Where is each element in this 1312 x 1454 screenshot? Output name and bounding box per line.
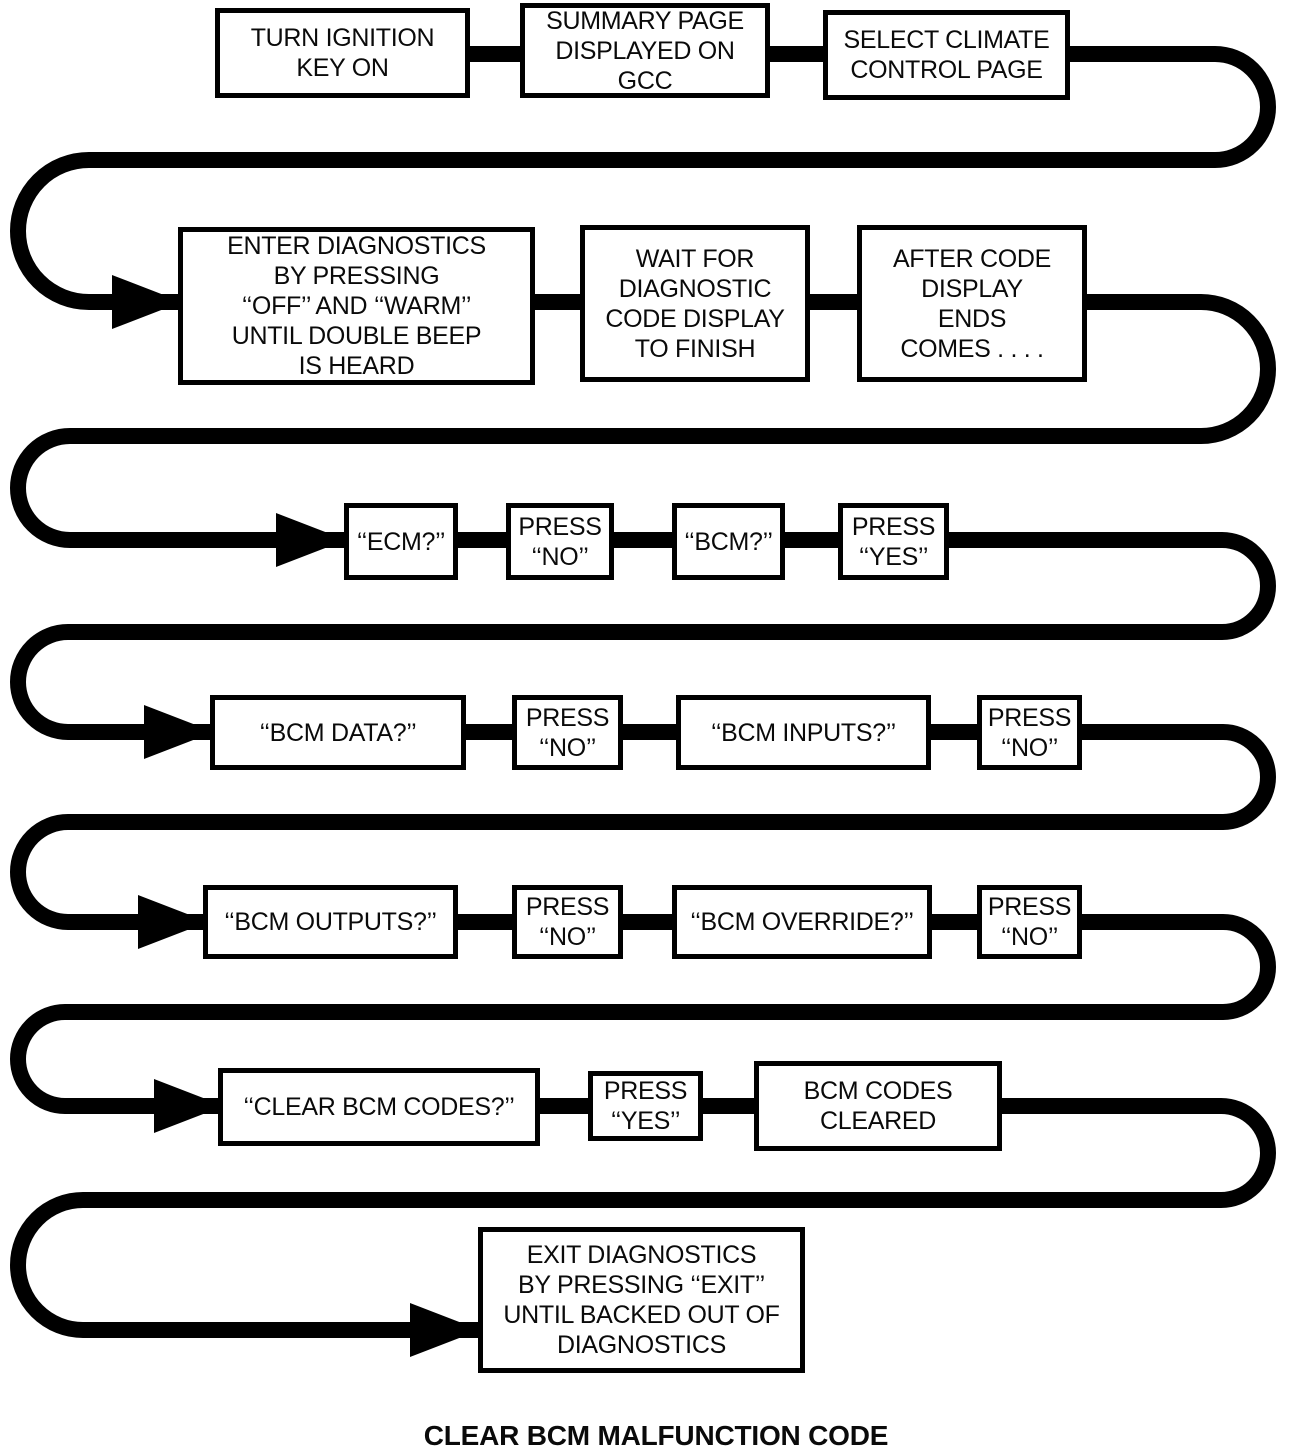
step-press-no-1: PRESS ‘‘NO’’ [506,503,614,580]
step-bcm-outputs-prompt: ‘‘BCM OUTPUTS?’’ [203,885,458,959]
flow-arrow-icon [410,1303,480,1357]
step-label: EXIT DIAGNOSTICS BY PRESSING ‘‘EXIT’’ UN… [503,1241,780,1359]
flow-snake-line [9,46,1277,1338]
step-press-no-5: PRESS ‘‘NO’’ [977,885,1082,959]
step-label: TURN IGNITION KEY ON [250,24,435,82]
flow-arrow-icon [154,1079,224,1133]
step-label: ‘‘BCM OVERRIDE?’’ [690,908,914,936]
step-select-climate-control: SELECT CLIMATE CONTROL PAGE [823,10,1070,100]
step-press-no-2: PRESS ‘‘NO’’ [512,695,623,770]
step-label: PRESS ‘‘NO’’ [525,703,610,762]
step-bcm-data-prompt: ‘‘BCM DATA?’’ [210,695,466,770]
step-label: ‘‘ECM?’’ [356,527,446,556]
flow-arrow-icon [138,895,208,949]
step-label: ‘‘BCM DATA?’’ [259,718,417,747]
step-label: PRESS ‘‘NO’’ [987,893,1072,951]
step-exit-diagnostics: EXIT DIAGNOSTICS BY PRESSING ‘‘EXIT’’ UN… [478,1227,805,1373]
step-label: AFTER CODE DISPLAY ENDS COMES . . . . [892,244,1052,363]
step-turn-ignition-key-on: TURN IGNITION KEY ON [215,8,470,98]
step-label: BCM CODES CLEARED [803,1077,953,1135]
step-summary-page-displayed: SUMMARY PAGE DISPLAYED ON GCC [520,3,770,98]
step-bcm-prompt: ‘‘BCM?’’ [672,503,785,580]
step-label: SELECT CLIMATE CONTROL PAGE [843,26,1050,84]
step-press-yes-2: PRESS ‘‘YES’’ [588,1071,703,1141]
step-bcm-override-prompt: ‘‘BCM OVERRIDE?’’ [672,885,932,959]
step-label: WAIT FOR DIAGNOSTIC CODE DISPLAY TO FINI… [605,244,785,363]
step-after-code-display-ends: AFTER CODE DISPLAY ENDS COMES . . . . [857,225,1087,382]
step-press-no-3: PRESS ‘‘NO’’ [977,695,1082,770]
step-bcm-inputs-prompt: ‘‘BCM INPUTS?’’ [676,695,931,770]
flow-arrow-icon [112,275,182,329]
step-label: SUMMARY PAGE DISPLAYED ON GCC [546,6,744,95]
step-press-no-4: PRESS ‘‘NO’’ [512,885,623,959]
step-enter-diagnostics: ENTER DIAGNOSTICS BY PRESSING ‘‘OFF’’ AN… [178,227,535,385]
step-label: ‘‘BCM OUTPUTS?’’ [224,908,437,936]
step-bcm-codes-cleared: BCM CODES CLEARED [754,1061,1002,1151]
diagram-caption: CLEAR BCM MALFUNCTION CODE [423,1420,889,1451]
step-wait-for-code-display: WAIT FOR DIAGNOSTIC CODE DISPLAY TO FINI… [580,225,810,382]
step-label: PRESS ‘‘YES’’ [851,512,936,571]
step-label: ENTER DIAGNOSTICS BY PRESSING ‘‘OFF’’ AN… [227,232,486,380]
step-label: ‘‘BCM?’’ [684,527,773,556]
flow-arrow-icon [144,705,214,759]
step-ecm-prompt: ‘‘ECM?’’ [344,503,458,580]
step-label: PRESS ‘‘NO’’ [525,893,610,951]
step-label: PRESS ‘‘YES’’ [603,1077,688,1135]
step-label: PRESS ‘‘NO’’ [518,512,602,571]
step-press-yes-1: PRESS ‘‘YES’’ [838,503,949,580]
step-label: ‘‘BCM INPUTS?’’ [711,718,896,747]
step-clear-bcm-codes-prompt: ‘‘CLEAR BCM CODES?’’ [218,1068,540,1146]
step-label: ‘‘CLEAR BCM CODES?’’ [243,1093,515,1121]
flow-arrow-icon [276,513,346,567]
step-label: PRESS ‘‘NO’’ [987,703,1072,762]
